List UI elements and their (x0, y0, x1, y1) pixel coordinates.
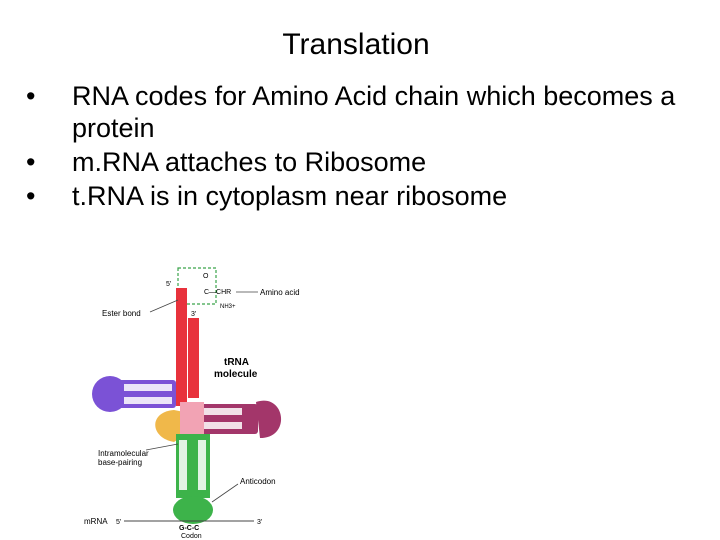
oxygen-label: O (203, 273, 209, 280)
bullet-dot: • (26, 181, 36, 211)
anticodon-line (211, 483, 239, 503)
nh3-label: NH3+ (220, 304, 236, 310)
intramolecular-label-2: base-pairing (98, 458, 142, 467)
trna-title-line2: molecule (214, 369, 258, 380)
acceptor-stem-pair (188, 318, 199, 398)
bullet-text: m.RNA attaches to Ribosome (72, 147, 427, 177)
bullet-list: • RNA codes for Amino Acid chain which be… (26, 80, 706, 214)
codon-bases-label: G-C-C (179, 525, 199, 532)
bullet-text: t.RNA is in cytoplasm near ribosome (72, 181, 508, 211)
bullet-text: RNA codes for Amino Acid chain which bec… (72, 81, 676, 143)
mrna-5-label: 5' (116, 519, 121, 526)
bullet-item: • RNA codes for Amino Acid chain which be… (26, 80, 706, 144)
d-loop (92, 376, 128, 412)
anticodon-label: Anticodon (240, 477, 276, 486)
trna-title-line1: tRNA (224, 357, 249, 368)
junction (180, 402, 204, 436)
trna-diagram: 5' 3' O C—CHR NH3+ Amino acid Ester bond… (84, 267, 300, 540)
base-pair-marks (124, 384, 242, 490)
mrna-label: mRNA (84, 517, 108, 526)
codon-label: Codon (181, 533, 202, 540)
five-prime-top-label: 5' (166, 281, 171, 288)
bullet-dot: • (26, 147, 36, 177)
bullet-item: • t.RNA is in cytoplasm near ribosome (26, 180, 706, 212)
intramolecular-line (145, 443, 179, 451)
t-loop (256, 400, 282, 438)
ester-bond-line (149, 299, 179, 313)
mrna-3-label: 3' (257, 519, 262, 526)
amino-acid-label: Amino acid (260, 288, 300, 297)
three-prime-top-label: 3' (191, 311, 196, 318)
bullet-item: • m.RNA attaches to Ribosome (26, 146, 706, 178)
acceptor-stem (176, 288, 187, 406)
ester-bond-label: Ester bond (102, 309, 141, 318)
slide-title: Translation (282, 28, 430, 61)
bullet-dot: • (26, 81, 36, 111)
chr-label: C—CHR (204, 289, 231, 296)
intramolecular-label-1: Intramolecular (98, 449, 149, 458)
anticodon-loop (173, 496, 213, 524)
amino-acid-box (177, 267, 217, 305)
